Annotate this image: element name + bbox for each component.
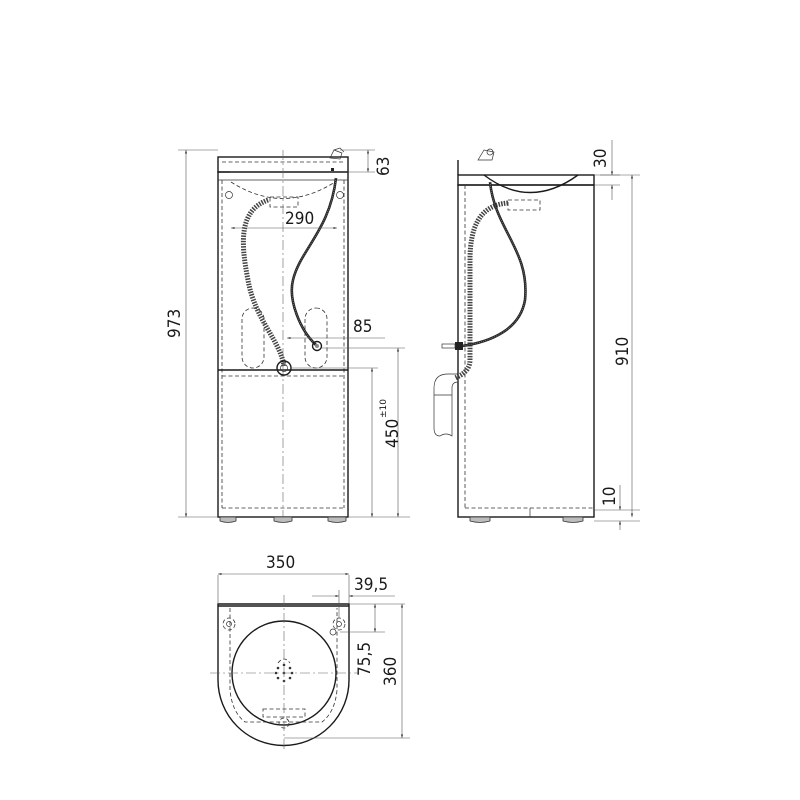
mount-hook-icon <box>225 191 233 199</box>
foot <box>273 516 293 523</box>
side-cabinet-body <box>457 184 595 518</box>
wall-valve-icon <box>455 342 463 350</box>
dim-top-thickness: 30 <box>591 149 611 168</box>
dim-faucet-height: 63 <box>374 157 394 176</box>
front-view: 973 63 290 85 450 ±10 <box>165 147 410 523</box>
supply-hose <box>290 177 338 346</box>
foot <box>562 516 584 523</box>
side-view: 30 910 10 <box>433 140 640 530</box>
side-top-slab <box>457 174 595 186</box>
front-bowl-outline <box>230 181 336 199</box>
dim-total-height: 973 <box>165 309 185 338</box>
foot <box>469 516 491 523</box>
foot <box>327 516 347 523</box>
dim-body-height: 910 <box>613 337 633 366</box>
dim-drain-tolerance: ±10 <box>379 399 389 418</box>
foot <box>219 516 237 523</box>
dim-hole-offset: 39,5 <box>354 575 388 595</box>
dim-bowl-width: 290 <box>285 209 314 229</box>
siphon-icon <box>433 373 459 437</box>
faucet-icon <box>329 147 345 171</box>
mount-hook-icon <box>336 191 344 199</box>
top-outline <box>217 603 350 747</box>
dim-foot-height: 10 <box>600 487 620 506</box>
faucet-icon <box>477 148 495 161</box>
drain-hose <box>240 197 287 367</box>
dim-hole-depth: 75,5 <box>355 642 375 676</box>
top-view: 350 39,5 75,5 360 <box>210 553 410 750</box>
dim-inlet-offset: 85 <box>353 317 372 337</box>
dim-width: 350 <box>266 553 295 573</box>
dim-depth: 360 <box>381 657 401 686</box>
dim-drain-height: 450 <box>383 419 403 448</box>
